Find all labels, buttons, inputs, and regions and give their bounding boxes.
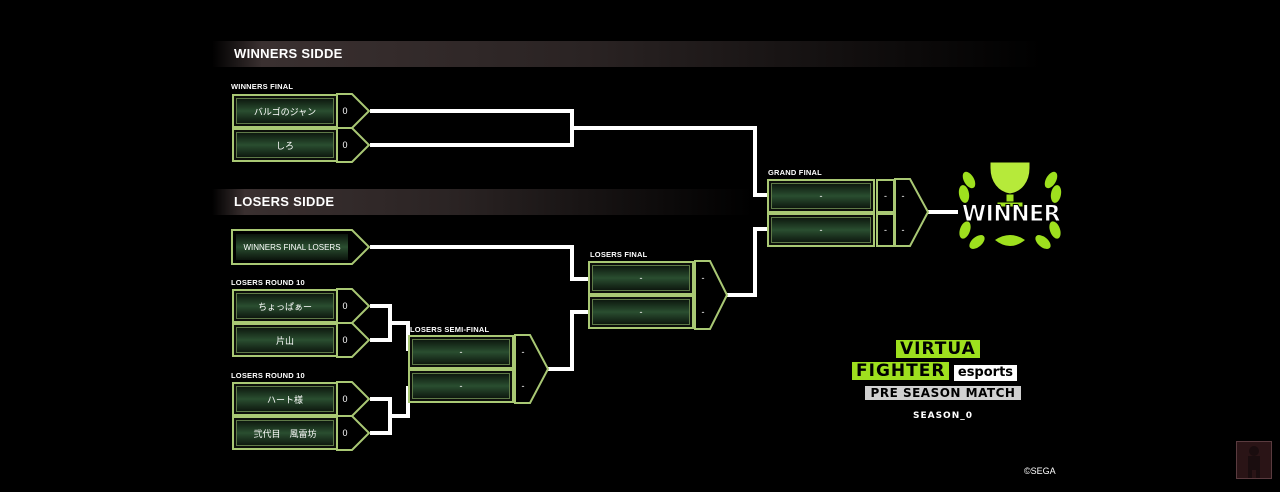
losers-final-label: LOSERS FINAL [590,250,648,259]
player-slot[interactable]: 片山 [232,323,338,357]
player-name: しろ [236,132,334,158]
player-slot[interactable]: - [588,295,694,329]
player-name: ちょっぱぁー [236,293,334,319]
player-slot[interactable]: バルゴのジャン [232,94,338,128]
player-score: - [876,179,895,213]
player-slot[interactable]: - [588,261,694,295]
logo-fighter: FIGHTER [852,362,950,380]
player-name: ハート様 [236,386,334,412]
player-score: - [701,307,705,317]
character-silhouette-icon [1248,446,1260,478]
logo-virtua: VIRTUA [896,340,980,358]
player-score: 0 [342,106,348,116]
player-slot[interactable]: 弐代目 風雷坊 [232,416,338,450]
player-score: - [901,191,905,201]
player-score: 0 [342,301,348,311]
player-score: 0 [342,335,348,345]
player-name: - [771,183,871,209]
logo-season: SEASON_0 [912,411,974,421]
player-name: バルゴのジャン [236,98,334,124]
player-slot[interactable]: - [408,335,514,369]
trophy-icon [958,161,1062,249]
player-name: - [412,373,510,399]
player-score: - [901,225,905,235]
player-score: 0 [342,140,348,150]
player-name: 弐代目 風雷坊 [236,420,334,446]
winners-final-losers-slot[interactable]: WINNERS FINAL LOSERS [236,234,348,260]
losers-semi-final-label: LOSERS SEMI-FINAL [410,325,490,334]
logo-esports: esports [953,365,1018,381]
player-slot[interactable]: ハート様 [232,382,338,416]
player-score: 0 [342,428,348,438]
copyright: ©SEGA [1024,466,1056,476]
player-score: - [701,273,705,283]
losers-side-banner: LOSERS SIDDE [212,189,754,215]
player-name: - [771,217,871,243]
player-score: - [876,213,895,247]
player-name: 片山 [236,327,334,353]
player-name: - [592,265,690,291]
winners-final-label: WINNERS FINAL [231,82,294,91]
player-slot[interactable]: - [408,369,514,403]
virtua-fighter-esports-logo: VIRTUA FIGHTER esports PRE SEASON MATCH … [838,340,1048,423]
logo-pre-season-match: PRE SEASON MATCH [864,386,1022,400]
avatar[interactable] [1236,441,1272,479]
player-name: - [592,299,690,325]
player-slot[interactable]: - [767,213,875,247]
losers-round-label: LOSERS ROUND 10 [231,371,305,380]
winners-side-banner: WINNERS SIDDE [212,41,1044,67]
player-name: - [412,339,510,365]
grand-final-label: GRAND FINAL [768,168,822,177]
player-slot[interactable]: しろ [232,128,338,162]
player-slot[interactable]: - [767,179,875,213]
player-slot[interactable]: ちょっぱぁー [232,289,338,323]
winner-label: WINNER [961,202,1061,228]
player-score: - [521,381,525,391]
losers-round-label: LOSERS ROUND 10 [231,278,305,287]
player-score: - [521,347,525,357]
player-score: 0 [342,394,348,404]
